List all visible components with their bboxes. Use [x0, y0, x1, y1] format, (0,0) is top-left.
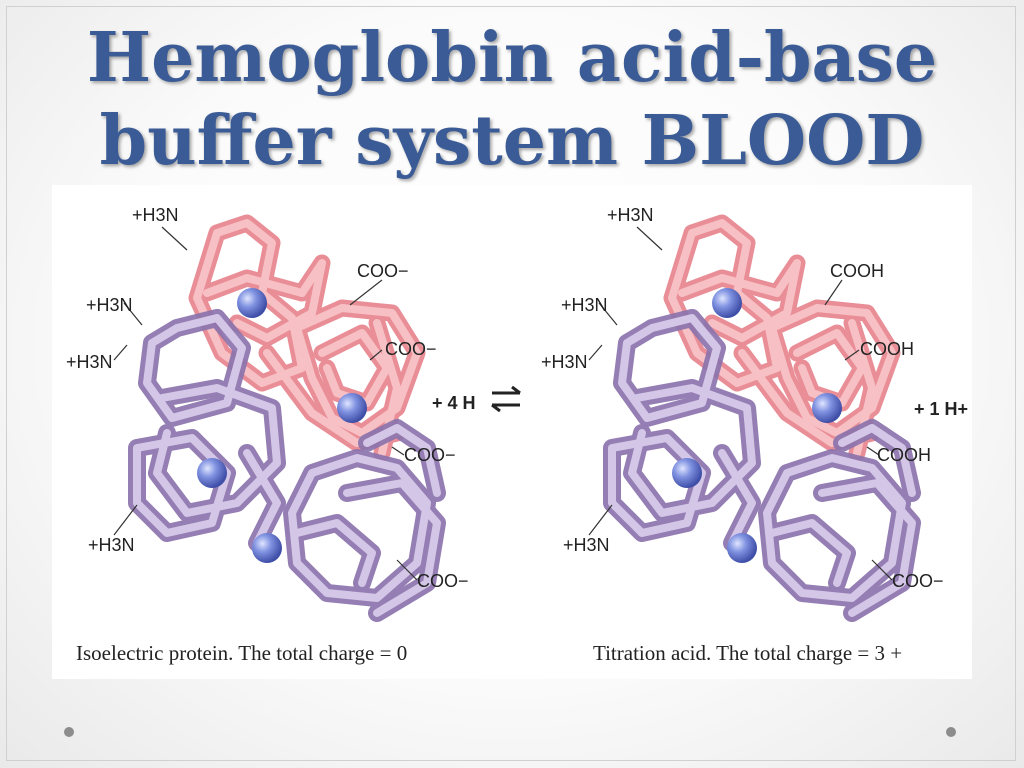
heme-group — [252, 533, 282, 563]
product-label: + 1 H+ — [914, 399, 968, 419]
slide-frame — [6, 6, 1016, 761]
slide-corner-dot — [946, 727, 956, 737]
amino-group-label: +H3N — [88, 535, 135, 555]
heme-group — [337, 393, 367, 423]
hemoglobin-diagram: +H3N +H3N +H3N +H3N COO− COO− COO− COO− … — [66, 205, 968, 679]
slide-title-line-1: Hemoglobin acid-base — [86, 18, 938, 98]
amino-group-label: +H3N — [541, 352, 588, 372]
amino-group-label: +H3N — [561, 295, 608, 315]
carboxyl-group-label: COO− — [417, 571, 469, 591]
heme-group — [727, 533, 757, 563]
amino-group-label: +H3N — [66, 352, 113, 372]
left-amino-labels: +H3N +H3N +H3N +H3N — [66, 205, 179, 555]
heme-group — [812, 393, 842, 423]
amino-group-label: +H3N — [607, 205, 654, 225]
hemoglobin-figure: +H3N +H3N +H3N +H3N COO− COO− COO− COO− … — [52, 185, 972, 679]
right-connectors — [588, 226, 893, 581]
slide-title-line-2: buffer system BLOOD — [99, 101, 925, 181]
carboxyl-group-label: COOH — [860, 339, 914, 359]
heme-group — [672, 458, 702, 488]
reactant-label: + 4 H — [432, 393, 476, 413]
carboxyl-group-label: COO− — [385, 339, 437, 359]
slide-corner-dot — [64, 727, 74, 737]
equilibrium-arrows-icon — [491, 385, 521, 413]
left-connectors — [113, 226, 418, 581]
amino-group-label: +H3N — [132, 205, 179, 225]
left-caption: Isoelectric protein. The total charge = … — [76, 641, 408, 665]
carboxyl-group-label: COOH — [830, 261, 884, 281]
left-carboxyl-labels: COO− COO− COO− COO− — [357, 261, 469, 591]
right-caption: Titration acid. The total charge = 3 + — [593, 641, 903, 665]
right-carboxyl-labels: COOH COOH COOH COO− — [830, 261, 944, 591]
carboxyl-group-label: COO− — [404, 445, 456, 465]
left-hemoglobin-structure — [137, 223, 437, 613]
heme-group — [712, 288, 742, 318]
right-amino-labels: +H3N +H3N +H3N +H3N — [541, 205, 654, 555]
carboxyl-group-label: COO− — [892, 571, 944, 591]
heme-group — [237, 288, 267, 318]
amino-group-label: +H3N — [86, 295, 133, 315]
amino-group-label: +H3N — [563, 535, 610, 555]
heme-group — [197, 458, 227, 488]
carboxyl-group-label: COO− — [357, 261, 409, 281]
carboxyl-group-label: COOH — [877, 445, 931, 465]
right-hemoglobin-structure — [612, 223, 912, 613]
